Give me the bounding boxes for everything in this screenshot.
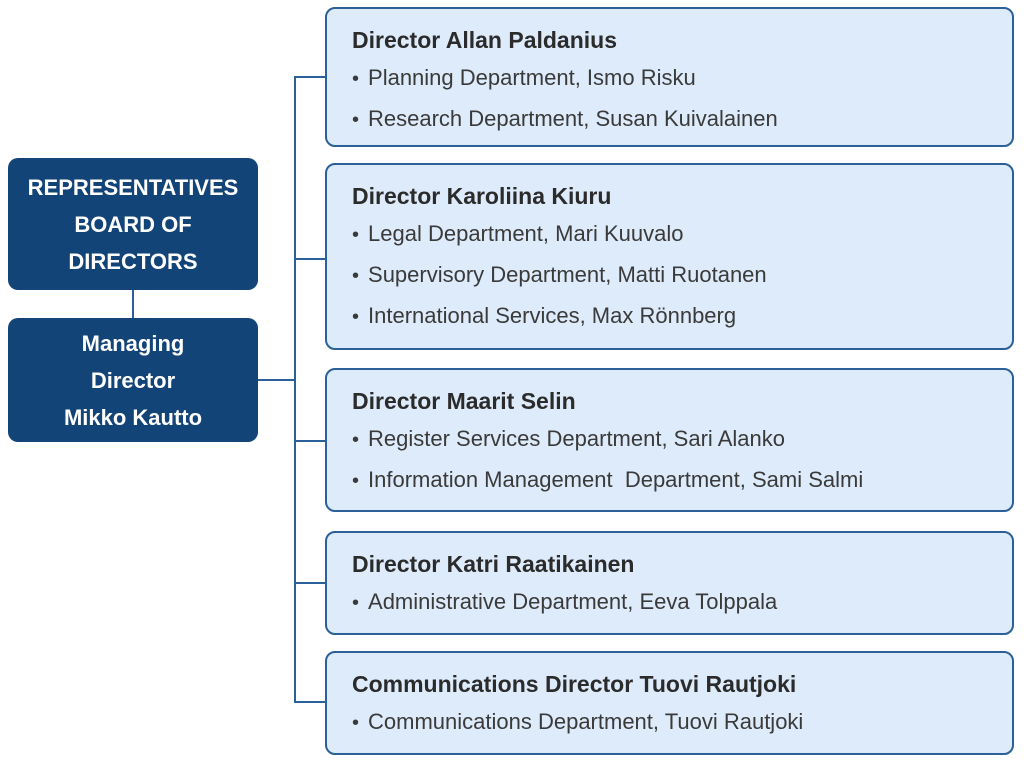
director-name: Director Maarit Selin — [352, 388, 576, 414]
department-text: Research Department, Susan Kuivalainen — [368, 106, 778, 131]
director-card-kiuru: Director Karoliina Kiuru • Legal Departm… — [325, 163, 1014, 350]
department-item: • Communications Department, Tuovi Rautj… — [352, 702, 987, 743]
director-name: Communications Director Tuovi Rautjoki — [352, 671, 797, 697]
connector-branch-4 — [296, 582, 325, 584]
director-name: Director Allan Paldanius — [352, 27, 617, 53]
department-text: Supervisory Department, Matti Ruotanen — [368, 262, 767, 287]
board-of-directors-box: REPRESENTATIVES BOARD OF DIRECTORS — [8, 158, 258, 290]
md-line: Managing — [81, 330, 185, 356]
board-line: BOARD OF — [74, 211, 192, 237]
department-text: Communications Department, Tuovi Rautjok… — [368, 709, 804, 734]
connector-branch-3 — [296, 440, 325, 442]
managing-director-box: Managing Director Mikko Kautto — [8, 318, 258, 442]
department-item: • International Services, Max Rönnberg — [352, 296, 987, 337]
director-card-paldanius: Director Allan Paldanius • Planning Depa… — [325, 7, 1014, 147]
department-text: Planning Department, Ismo Risku — [368, 65, 696, 90]
department-item: • Supervisory Department, Matti Ruotanen — [352, 255, 987, 296]
bullet-icon: • — [352, 592, 360, 614]
department-text: Administrative Department, Eeva Tolppala — [368, 589, 778, 614]
director-card-rautjoki: Communications Director Tuovi Rautjoki •… — [325, 651, 1014, 755]
connector-branch-5 — [296, 701, 325, 703]
bullet-icon: • — [352, 109, 360, 131]
connector-branch-1 — [296, 76, 325, 78]
connector-board-to-md — [132, 290, 134, 318]
bullet-icon: • — [352, 68, 360, 90]
connector-branch-2 — [296, 258, 325, 260]
department-item: • Legal Department, Mari Kuuvalo — [352, 214, 987, 255]
director-card-raatikainen: Director Katri Raatikainen • Administrat… — [325, 531, 1014, 635]
bullet-icon: • — [352, 265, 360, 287]
department-item: • Research Department, Susan Kuivalainen — [352, 99, 987, 140]
director-name: Director Karoliina Kiuru — [352, 183, 612, 209]
md-line: Mikko Kautto — [63, 404, 203, 430]
bullet-icon: • — [352, 306, 360, 328]
director-card-selin: Director Maarit Selin • Register Service… — [325, 368, 1014, 512]
department-item: • Planning Department, Ismo Risku — [352, 58, 987, 99]
department-text: Legal Department, Mari Kuuvalo — [368, 221, 684, 246]
bullet-icon: • — [352, 224, 360, 246]
bullet-icon: • — [352, 712, 360, 734]
board-line: DIRECTORS — [68, 248, 198, 274]
department-text: Register Services Department, Sari Alank… — [368, 426, 785, 451]
connector-md-to-trunk — [258, 379, 295, 381]
department-item: • Administrative Department, Eeva Tolppa… — [352, 582, 987, 623]
department-text: International Services, Max Rönnberg — [368, 303, 737, 328]
md-line: Director — [90, 367, 176, 393]
director-name: Director Katri Raatikainen — [352, 551, 635, 577]
board-line: REPRESENTATIVES — [27, 174, 239, 200]
bullet-icon: • — [352, 470, 360, 492]
bullet-icon: • — [352, 429, 360, 451]
department-text: Information Management Department, Sami … — [368, 467, 864, 492]
connector-trunk — [294, 76, 296, 703]
department-item: • Register Services Department, Sari Ala… — [352, 419, 987, 460]
department-item: • Information Management Department, Sam… — [352, 460, 987, 501]
